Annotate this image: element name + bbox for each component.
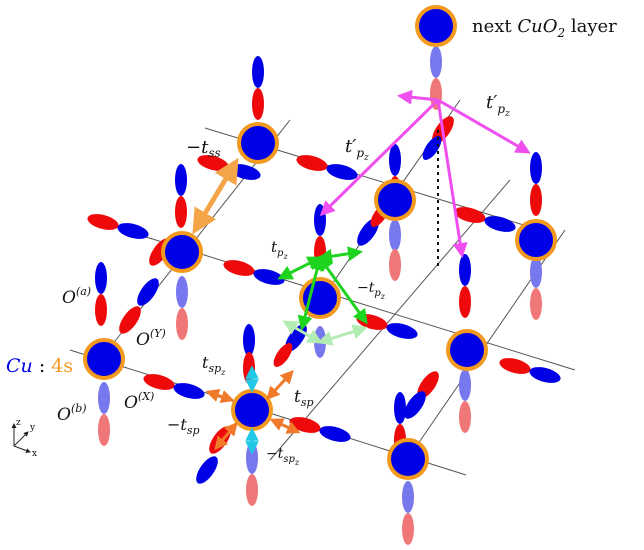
tspz-label: tspz — [202, 353, 226, 377]
o-px-lobe — [87, 214, 119, 230]
o-px-lobe — [253, 269, 285, 285]
x-axis — [13, 445, 31, 453]
hopping-arrows — [192, 89, 531, 455]
cu-atom — [374, 179, 416, 221]
tpz-prime-arrow — [436, 99, 468, 258]
o-px-lobe — [223, 260, 255, 276]
o-py-lobe — [404, 391, 426, 419]
o-py-lobe — [137, 278, 159, 306]
tpz-label: tpz — [271, 238, 288, 261]
tpz-arrow-light — [282, 320, 323, 344]
bond-line-mid-1 — [269, 179, 511, 461]
tsp-arrow — [269, 418, 301, 434]
cu-atom — [446, 329, 488, 371]
o-px-lobe — [173, 383, 205, 399]
y-axis — [13, 431, 29, 447]
axis-y-label: y — [29, 423, 36, 433]
tpz-arrow — [317, 246, 363, 264]
o-py-lobe — [273, 343, 293, 367]
tpz-arrow-light — [317, 324, 368, 346]
ob-label: O(b) — [57, 402, 87, 425]
o-py-lobe — [119, 306, 141, 334]
cu-atom-next-layer — [415, 5, 457, 47]
oa-label: O(a) — [62, 285, 91, 308]
tpz-arrow — [318, 255, 368, 325]
cu-atom — [387, 438, 429, 480]
tpz-arrow — [297, 255, 325, 331]
o-px-lobe — [326, 164, 358, 180]
oxygen-inplane-orbitals — [87, 116, 561, 484]
tsp-arrow — [266, 370, 294, 400]
o-py-lobe — [422, 136, 442, 160]
tpz-arrow — [277, 256, 323, 280]
next-layer-label: next CuO2 layer — [472, 16, 617, 40]
cu-atom — [83, 338, 125, 380]
ox-label: O(X) — [124, 390, 154, 413]
o-px-lobe — [143, 374, 175, 390]
tsp-label: tsp — [294, 387, 314, 409]
coordinate-axes — [11, 423, 31, 453]
pz-orbitals — [95, 46, 542, 545]
o-px-lobe — [117, 223, 149, 239]
tpz-prime-arrow — [437, 98, 531, 154]
tss-label: −tss — [186, 137, 221, 160]
o-px-lobe — [484, 216, 516, 232]
cu-atom — [515, 219, 557, 261]
tpz-prime-label-1: t′pz — [345, 136, 369, 163]
cu-atom — [161, 231, 203, 273]
o-py-lobe — [196, 456, 218, 484]
tsp-arrow — [214, 421, 238, 451]
o-px-lobe — [499, 358, 531, 374]
neg-tspz-label: −tspz — [266, 446, 300, 467]
o-px-lobe — [454, 207, 486, 223]
cu-atom — [231, 389, 273, 431]
cu-atoms — [83, 5, 557, 480]
o-px-lobe — [319, 426, 351, 442]
axis-z-label: z — [16, 418, 21, 428]
tsp-arrow — [205, 389, 235, 403]
tpz-prime-arrow — [319, 98, 440, 217]
tpz-prime-label-2: t′pz — [486, 92, 510, 119]
o-px-lobe — [386, 323, 418, 339]
cu-atom — [237, 122, 279, 164]
neg-tsp-label: −tsp — [167, 415, 200, 437]
o-px-lobe — [529, 367, 561, 383]
o-px-lobe — [296, 155, 328, 171]
tpz-prime-arrow — [397, 89, 439, 105]
cu-4s-legend: Cu : 4s — [6, 355, 73, 377]
oy-label: O(Y) — [136, 327, 166, 350]
axis-x-label: x — [32, 449, 37, 459]
tss-arrow — [192, 157, 239, 235]
o-py-lobe — [209, 426, 231, 454]
neg-tpz-label: −tpz — [357, 280, 386, 301]
